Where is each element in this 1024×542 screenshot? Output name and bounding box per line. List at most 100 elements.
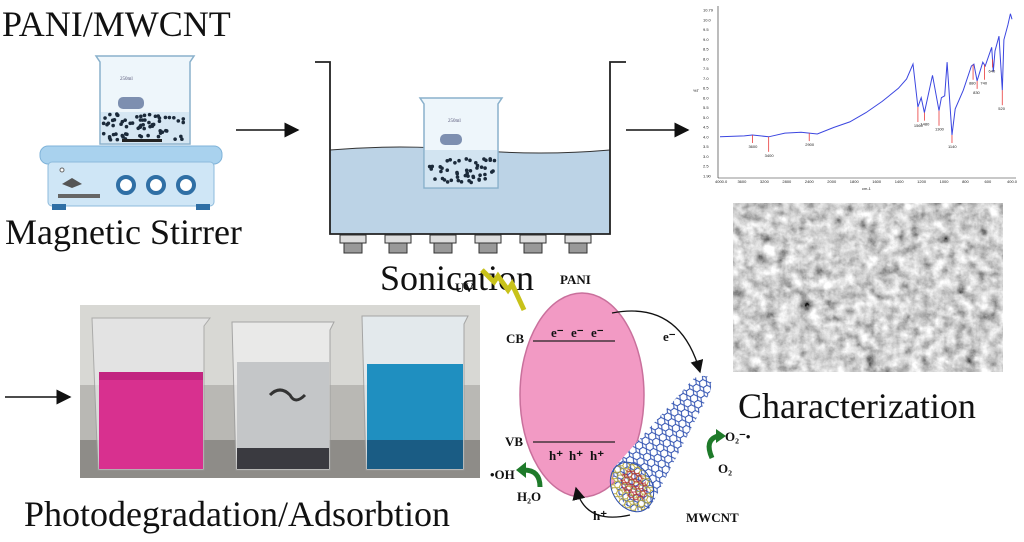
spectrum-y-tick: 5.0 (703, 115, 709, 120)
hole-transfer-arrow (572, 486, 631, 518)
beaker-in-bath: 250ml (418, 97, 504, 189)
particle-dot (142, 113, 147, 118)
water-label: H₂O (517, 489, 541, 504)
particle-dot (157, 116, 162, 120)
particle-dot (478, 173, 482, 177)
particle-dot (120, 119, 125, 124)
beaker-volume-label: 250ml (448, 119, 461, 124)
spectrum-y-tick: 4.0 (703, 134, 709, 139)
beaker-blue (361, 315, 469, 471)
beakers-photo (80, 305, 480, 478)
transducer-base (388, 242, 408, 254)
particle-dot (139, 114, 143, 119)
electron-transfer-arrow (611, 310, 704, 374)
particle-dot (156, 134, 161, 139)
electron-transfer-label: e⁻ (663, 329, 676, 344)
spectrum-y-tick: 3.0 (703, 154, 709, 159)
particle-dot (468, 158, 472, 163)
spectrum-x-tick: 400.0 (1007, 179, 1018, 184)
peak-label: 1560 (914, 123, 924, 128)
particle-dot (106, 121, 111, 126)
spectrum-x-tick: 4000.0 (715, 179, 728, 184)
spectrum-y-tick: 4.5 (703, 125, 709, 130)
stirrer-knobs (116, 175, 196, 195)
peak-label: 830 (973, 90, 980, 95)
particle-dot (179, 134, 183, 139)
particle-dot (111, 132, 116, 137)
spectrum-x-tick: 1200 (917, 179, 927, 184)
ultrasonic-transducer (474, 234, 502, 244)
particle-dot (153, 114, 158, 119)
cb-label: CB (506, 331, 524, 346)
particle-dot (111, 123, 115, 128)
peak-label: 3400 (765, 153, 775, 158)
particle-dot (142, 126, 146, 131)
particle-dot (439, 169, 443, 174)
particle-dot (173, 137, 177, 141)
particle-dot (112, 118, 117, 122)
transducer-base (343, 242, 363, 254)
particle-dot (442, 178, 447, 182)
spectrum-y-tick: 7.0 (703, 76, 709, 81)
characterization-label: Characterization (738, 386, 976, 426)
particle-dot (180, 137, 184, 142)
peak-label: 1140 (948, 144, 957, 149)
particle-dot (123, 118, 127, 122)
spectrum-y-tick: 2.5 (703, 164, 709, 169)
oxygen-label: O₂ (718, 461, 732, 476)
spectrum-y-tick: 8.0 (703, 56, 709, 61)
vb-hole: h⁺ (549, 448, 563, 463)
spectrum-y-tick: 6.5 (703, 86, 709, 91)
spectrum-x-tick: 2800 (782, 179, 792, 184)
particle-dot (135, 115, 139, 119)
spectrum-x-tick: 1000 (940, 179, 950, 184)
mwcnt-label: MWCNT (686, 510, 739, 525)
pani-label: PANI (560, 272, 591, 287)
vb-label: VB (505, 434, 523, 449)
peak-label: 640 (989, 68, 996, 73)
particle-dot (479, 165, 484, 169)
transducer-base (523, 242, 543, 254)
particle-dot (467, 178, 471, 183)
peak-label: 740 (980, 81, 987, 86)
particle-dot (457, 158, 461, 163)
particle-dot (466, 174, 470, 178)
particle-dot (463, 173, 468, 178)
particle-dot (123, 132, 128, 136)
uv-lightning-icon (480, 268, 527, 312)
peak-label: 520 (998, 106, 1005, 111)
particle-dot (440, 166, 444, 171)
spectrum-x-tick: 2000 (827, 179, 837, 184)
transducer-base (433, 242, 453, 254)
particle-dot (475, 163, 480, 168)
spectrum-x-tick: 800 (962, 179, 969, 184)
particle-dot (483, 172, 487, 177)
spectrum-y-tick: 6.0 (703, 95, 709, 100)
particle-dot (465, 171, 469, 175)
spectrum-x-tick: 2400 (805, 179, 815, 184)
particle-dot (141, 122, 145, 127)
particle-dot (176, 119, 181, 123)
beaker-on-stirrer: 250ml (94, 55, 196, 145)
particle-dot (163, 115, 168, 120)
particle-dot (433, 177, 437, 181)
spectrum-x-tick: 3600 (737, 179, 747, 184)
particle-dot (483, 176, 487, 181)
ultrasonic-transducer (339, 234, 367, 244)
particle-dot (449, 178, 454, 183)
spectrum-x-tick: 1600 (872, 179, 882, 184)
particle-dot (147, 120, 151, 125)
particle-dot (181, 117, 186, 121)
particle-dot (139, 134, 144, 139)
particle-dot (464, 157, 469, 161)
particle-dot (448, 157, 453, 162)
particle-dot (146, 133, 150, 138)
beaker-clear (231, 321, 335, 471)
particle-dot (157, 119, 162, 124)
particle-dot (115, 137, 120, 142)
particle-dot (101, 131, 106, 136)
oh-green-arrow (523, 467, 543, 488)
particle-dot (474, 161, 478, 165)
particle-dot (163, 128, 168, 133)
